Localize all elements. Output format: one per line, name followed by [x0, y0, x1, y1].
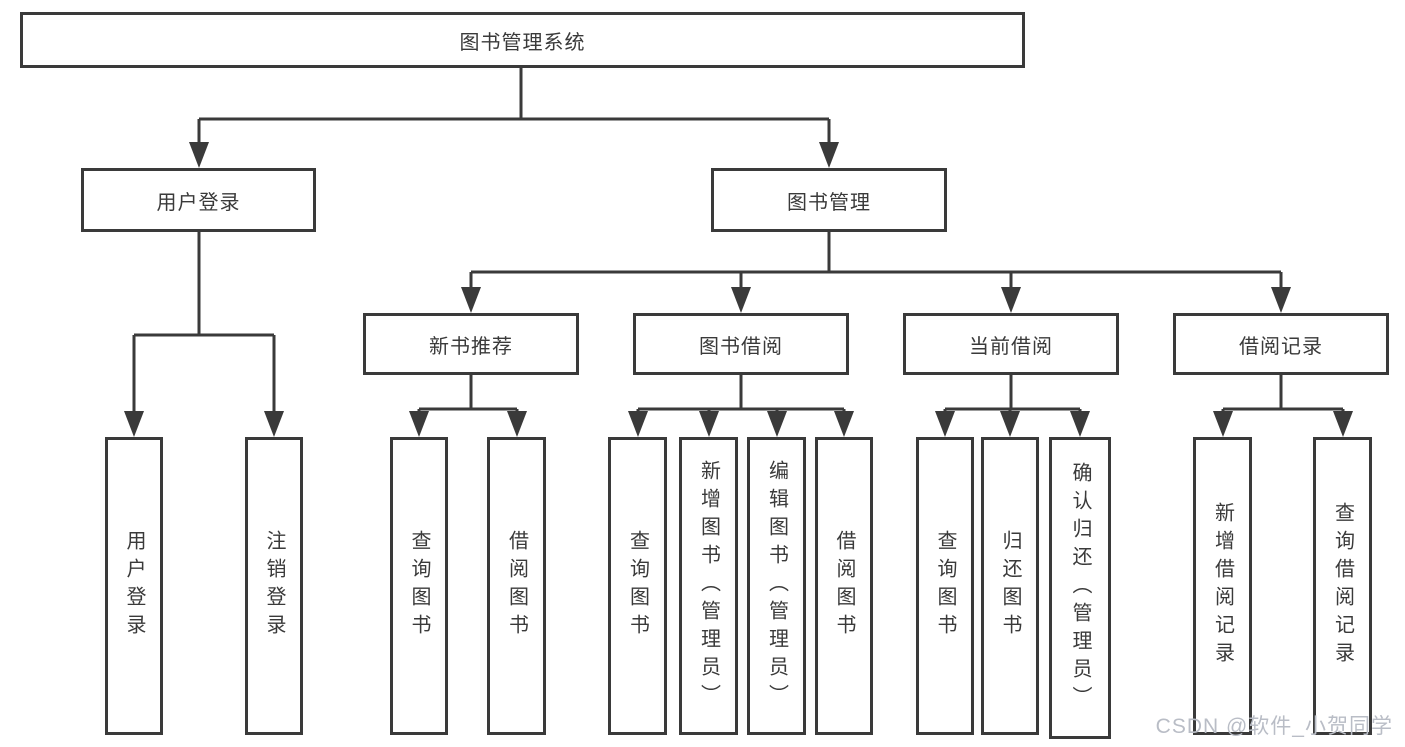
node-label: 新增借阅记录: [1211, 502, 1234, 670]
csdn-watermark: CSDN @软件_小贺同学: [1155, 715, 1393, 738]
node-label: 编辑图书（管理员）: [765, 460, 788, 712]
node-label: 新增图书（管理员）: [697, 460, 720, 712]
node-add-borrow-record: 新增借阅记录: [1193, 437, 1252, 735]
node-label: 归还图书: [999, 530, 1021, 642]
node-query-books-borrow: 查询图书: [608, 437, 667, 735]
node-logout: 注销登录: [245, 437, 303, 735]
node-confirm-return-admin: 确认归还（管理员）: [1049, 437, 1111, 739]
node-label: 查询图书: [408, 530, 430, 642]
node-label: 用户登录: [123, 530, 145, 642]
node-query-books-current: 查询图书: [916, 437, 974, 735]
node-borrow-records: 借阅记录: [1173, 313, 1389, 375]
node-user-login: 用户登录: [81, 168, 316, 232]
node-edit-book-admin: 编辑图书（管理员）: [747, 437, 806, 735]
node-label: 确认归还（管理员）: [1069, 462, 1091, 714]
node-query-borrow-record: 查询借阅记录: [1313, 437, 1372, 735]
node-return-book: 归还图书: [981, 437, 1039, 735]
node-book-management: 图书管理: [711, 168, 947, 232]
node-label: 注销登录: [263, 530, 285, 642]
node-user-login-leaf: 用户登录: [105, 437, 163, 735]
node-label: 查询图书: [626, 530, 649, 642]
node-add-book-admin: 新增图书（管理员）: [679, 437, 738, 735]
node-label: 借阅图书: [505, 530, 528, 642]
node-current-borrow: 当前借阅: [903, 313, 1119, 375]
node-borrow-books: 借阅图书: [815, 437, 873, 735]
node-new-book-recommend: 新书推荐: [363, 313, 579, 375]
node-library-system: 图书管理系统: [20, 12, 1025, 68]
node-borrow-books-recommend: 借阅图书: [487, 437, 546, 735]
node-label: 查询图书: [934, 530, 956, 642]
node-label: 查询借阅记录: [1331, 502, 1354, 670]
node-book-borrow: 图书借阅: [633, 313, 849, 375]
node-label: 借阅图书: [833, 530, 855, 642]
node-query-books-recommend: 查询图书: [390, 437, 448, 735]
